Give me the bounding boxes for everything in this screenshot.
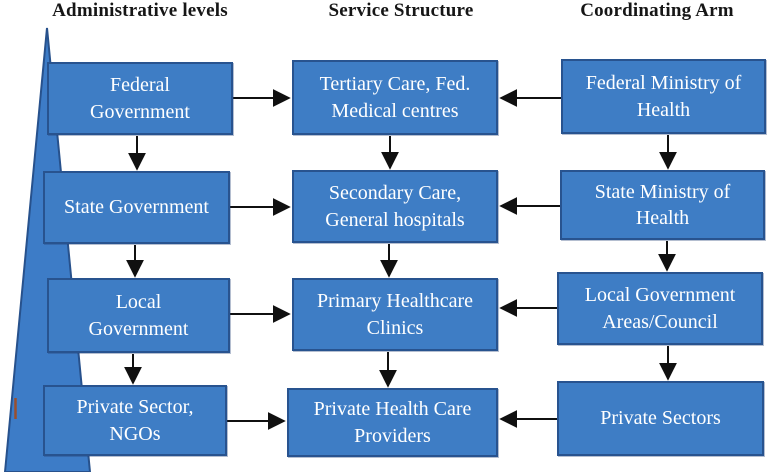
node-tertiary-care-federal-medical-centres: Tertiary Care, Fed. Medical centres [292, 60, 498, 135]
node-federal-government: Federal Government [47, 62, 233, 135]
column-header-administrative-levels: Administrative levels [52, 0, 228, 21]
column-header-coordinating-arm: Coordinating Arm [580, 0, 734, 21]
node-state-ministry-of-health: State Ministry of Health [560, 170, 765, 240]
node-secondary-care-general-hospitals: Secondary Care, General hospitals [292, 170, 498, 243]
node-private-health-care-providers: Private Health Care Providers [287, 388, 498, 457]
node-state-government: State Government [43, 171, 230, 244]
node-private-sectors: Private Sectors [557, 381, 764, 456]
node-local-government-areas-council: Local Government Areas/Council [557, 272, 763, 345]
node-federal-ministry-of-health: Federal Ministry of Health [561, 59, 766, 134]
node-primary-healthcare-clinics: Primary Healthcare Clinics [292, 278, 498, 351]
column-header-service-structure: Service Structure [328, 0, 474, 21]
node-local-government: Local Government [47, 278, 230, 353]
hierarchy-wedge-shape [3, 27, 92, 472]
node-private-sector-ngos: Private Sector, NGOs [43, 385, 227, 456]
